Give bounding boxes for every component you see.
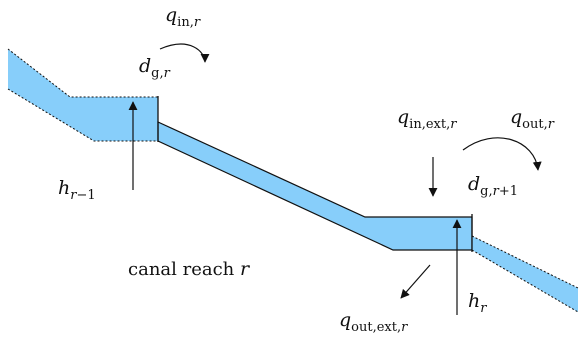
upstream-reach-top-boundary xyxy=(7,48,158,98)
external-outflow-arrow xyxy=(400,264,431,299)
canal-reach-water xyxy=(157,121,473,251)
outflow-curved-arrow xyxy=(462,137,542,171)
downstream-reach-bottom-boundary xyxy=(471,249,579,313)
outflow-label: qout,r xyxy=(510,106,555,132)
external-inflow-label: qin,ext,r xyxy=(397,106,457,132)
reach-level-label: hr xyxy=(468,290,487,316)
upstream-level-label: hr−1 xyxy=(58,177,96,203)
external-outflow-label: qout,ext,r xyxy=(339,309,408,335)
canal-reach-label: canal reach r xyxy=(128,258,251,280)
upstream-reach-water xyxy=(8,49,158,141)
inflow-curved-arrow xyxy=(159,43,210,63)
upstream-reach-bottom-boundary xyxy=(7,88,158,142)
downstream-gate-label: dg,r+1 xyxy=(468,173,518,199)
upstream-gate-label: dg,r xyxy=(139,55,171,81)
downstream-reach-water xyxy=(472,236,578,312)
inflow-label: qin,r xyxy=(165,4,201,30)
